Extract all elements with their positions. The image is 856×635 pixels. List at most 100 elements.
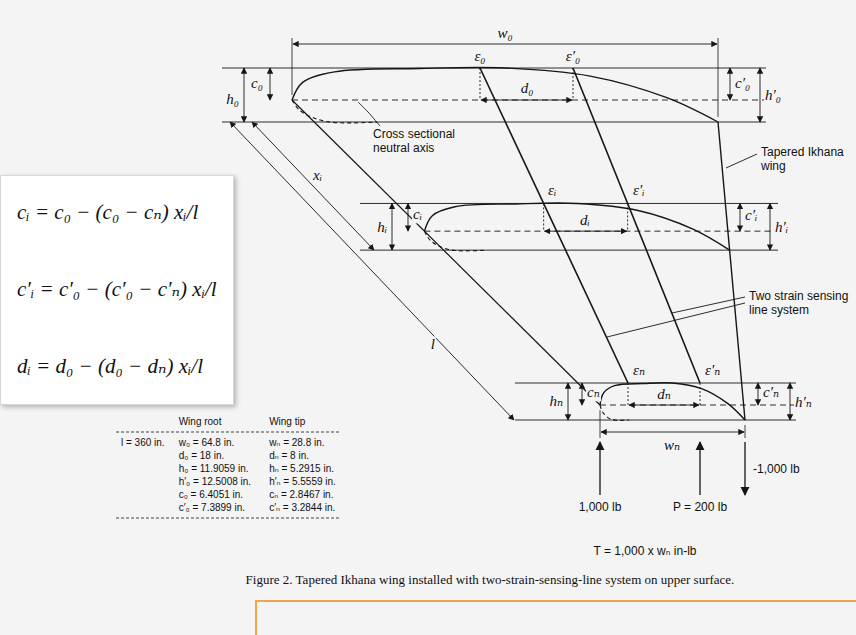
- strain-station-line: [627, 203, 628, 231]
- figure-caption: Figure 2. Tapered Ikhana wing installed …: [245, 573, 736, 588]
- strain-station-line: [480, 68, 481, 100]
- dimension-symbol: ε′ₙ: [704, 362, 721, 379]
- table-rule: [116, 432, 341, 433]
- dimension-symbol: c′₀: [734, 75, 751, 92]
- load-arrow: [599, 442, 600, 495]
- dimension-line: [790, 383, 791, 420]
- dimension-symbol: hₙ: [548, 393, 564, 410]
- dimension-symbol: cᵢ: [412, 206, 423, 223]
- dimension-line: [392, 203, 393, 250]
- table-cell: Wing root: [178, 416, 223, 428]
- neutral-axis: [292, 100, 766, 101]
- dimension-symbol: l: [430, 336, 436, 353]
- extension-line: [745, 425, 746, 438]
- highlight-frame: [256, 601, 856, 635]
- dimension-line: [230, 122, 514, 420]
- dimension-symbol: hᵢ: [376, 219, 388, 236]
- dimension-line: [730, 68, 731, 100]
- dimension-line: [601, 432, 744, 433]
- dimension-line: [293, 44, 717, 45]
- table-rule: [116, 518, 341, 519]
- dimension-symbol: ε′ᵢ: [632, 182, 646, 199]
- table-cell: c₀ = 6.4051 in.: [178, 489, 244, 501]
- neutral-axis: [600, 405, 796, 406]
- load-label: -1,000 lb: [752, 463, 801, 477]
- neutral-axis: [424, 231, 778, 232]
- dimension-symbol: c′ₙ: [762, 384, 780, 401]
- formula-line: dᵢ = d₀ − (d₀ − dₙ) xᵢ/l: [17, 354, 217, 379]
- dimension-line: [568, 383, 569, 420]
- dimension-symbol: h′ᵢ: [774, 219, 789, 236]
- dimension-line: [408, 203, 409, 231]
- dimension-line: [629, 405, 699, 406]
- table-cell: c′₀ = 7.3899 in.: [178, 502, 246, 514]
- dimension-symbol: ε′₀: [565, 48, 581, 65]
- extension-line: [600, 410, 601, 438]
- table-cell: d₀ = 18 in.: [178, 450, 226, 462]
- leader-line: [358, 102, 380, 126]
- bottom-reference-line: [515, 420, 796, 421]
- dimension-line: [270, 68, 271, 100]
- dimension-line: [244, 68, 245, 122]
- dimension-symbol: dₙ: [656, 386, 672, 403]
- leader-line: [726, 154, 757, 168]
- strain-sensing-line: [573, 68, 700, 383]
- dimension-symbol: c′ᵢ: [744, 207, 758, 224]
- extension-line: [292, 38, 293, 95]
- table-cell: wₙ = 28.8 in.: [268, 437, 325, 449]
- callout-label: Tapered Ikhana wing: [760, 146, 850, 174]
- dimension-symbol: h₀: [225, 91, 240, 108]
- dimension-symbol: h′ₙ: [794, 394, 813, 411]
- table-cell: l = 360 in.: [120, 437, 166, 449]
- dimension-line: [252, 122, 374, 250]
- table-cell: hₙ = 5.2915 in.: [268, 463, 335, 475]
- load-arrow: [744, 442, 745, 495]
- airfoil-lower-surface: [292, 100, 377, 123]
- table-cell: Wing tip: [268, 416, 306, 428]
- table-cell: h′₀ = 12.5008 in.: [178, 476, 252, 488]
- dimension-symbol: εₙ: [632, 362, 646, 379]
- dimension-symbol: wₙ: [663, 437, 681, 454]
- dimension-symbol: w₀: [496, 25, 513, 42]
- strain-sensing-line: [480, 68, 628, 383]
- airfoil-upper-surface: [292, 67, 718, 122]
- formula-line: cᵢ = c₀ − (c₀ − cₙ) xᵢ/l: [17, 200, 217, 225]
- strain-station-line: [628, 383, 629, 405]
- strain-station-line: [573, 68, 574, 100]
- dimension-line: [758, 383, 759, 405]
- strain-station-line: [700, 383, 701, 405]
- airfoil-lower-surface: [600, 405, 629, 420]
- table-cell: h₀ = 11.9059 in.: [178, 463, 250, 475]
- dimension-symbol: dᵢ: [579, 212, 591, 229]
- strain-station-line: [543, 203, 544, 231]
- table-cell: h′ₙ = 5.5559 in.: [268, 476, 337, 488]
- table-cell: dₙ = 8 in.: [268, 450, 310, 462]
- dimension-symbol: xᵢ: [312, 167, 323, 184]
- leading-edge-line: [292, 100, 600, 405]
- table-cell: c′ₙ = 3.2844 in.: [268, 502, 336, 514]
- dimension-symbol: ε₀: [473, 48, 486, 65]
- dimension-line: [770, 203, 771, 250]
- load-arrow: [699, 442, 700, 495]
- dimension-symbol: c₀: [250, 75, 264, 92]
- airfoil-upper-surface: [600, 383, 745, 420]
- dimension-line: [740, 203, 741, 231]
- airfoil-upper-surface: [424, 203, 729, 250]
- dimension-symbol: h′₀: [764, 87, 782, 104]
- dimension-symbol: εᵢ: [547, 182, 557, 199]
- load-label: P = 200 lb: [672, 501, 728, 515]
- load-label: 1,000 lb: [578, 501, 623, 515]
- table-cell: cₙ = 2.8467 in.: [268, 489, 334, 501]
- dimension-symbol: d₀: [520, 80, 535, 97]
- formula-box: cᵢ = c₀ − (c₀ − cₙ) xᵢ/l c′ᵢ = c′₀ − (c′₀…: [0, 175, 234, 405]
- table-cell: w₀ = 64.8 in.: [178, 437, 236, 449]
- leader-line: [607, 303, 745, 337]
- dimension-line: [760, 68, 761, 122]
- leader-line: [672, 297, 745, 313]
- formula-line: c′ᵢ = c′₀ − (c′₀ − c′ₙ) xᵢ/l: [17, 277, 217, 302]
- bottom-reference-line: [222, 122, 766, 123]
- dimension-symbol: cₙ: [586, 384, 601, 401]
- callout-label: Two strain sensing line system: [748, 290, 850, 318]
- callout-label: Cross sectional neutral axis: [372, 128, 474, 156]
